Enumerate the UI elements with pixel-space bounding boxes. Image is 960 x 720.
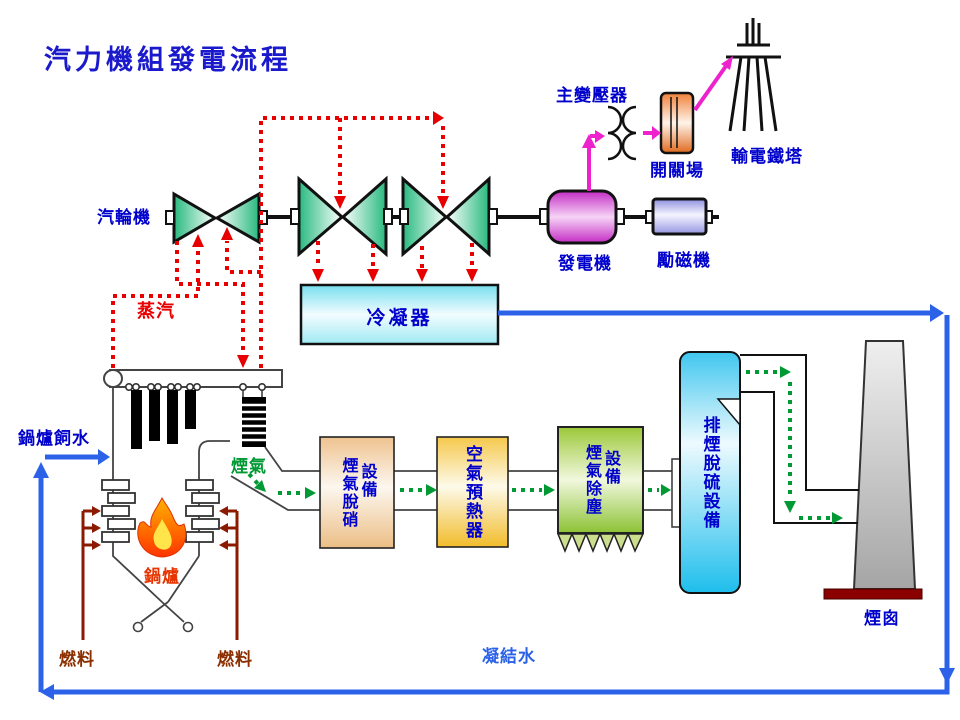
- switchyard-label: 開關場: [650, 161, 704, 180]
- steam-arrowheads: [192, 111, 478, 368]
- denitrification-main-text: 煙氣脫硝: [339, 456, 357, 529]
- condensate-label: 凝結水: [482, 647, 536, 666]
- desulfurization-text: 排煙脫硫設備: [700, 415, 720, 530]
- generator-label: 發電機: [558, 254, 612, 273]
- generator-shape: [546, 189, 618, 245]
- water-flow-lines: [38, 310, 950, 695]
- economizer-coil: [242, 390, 266, 447]
- steam-label: 蒸汽: [137, 301, 175, 321]
- dust-removal-hoppers: [556, 532, 645, 553]
- exciter-shape: [651, 197, 708, 236]
- steam-flow-lines: [111, 116, 474, 368]
- flame-inner: [153, 519, 172, 550]
- electric-flow-lines: [587, 64, 728, 191]
- denitrification-sub-text: 設備: [358, 462, 376, 499]
- flue-gas-label: 煙氣: [231, 457, 267, 476]
- desulfurization-box: [679, 351, 741, 594]
- hopper-drain: [182, 621, 194, 633]
- boiler-assembly: [101, 369, 283, 633]
- flue-duct-lines: [230, 446, 672, 511]
- fuel-label-left: 燃料: [59, 650, 95, 669]
- switchyard-bars: [670, 97, 678, 148]
- dust-removal-sub-text: 設備: [602, 450, 619, 486]
- air-preheater-text: 空氣預熱器: [463, 444, 482, 540]
- dust-removal-box: [557, 426, 644, 534]
- stack-shape: [852, 340, 917, 590]
- fgd-to-stack-duct: [740, 354, 859, 524]
- steam-turbine-label: 汽輪機: [97, 208, 151, 227]
- page-title: 汽力機組發電流程: [44, 45, 292, 76]
- flue-gas-arrowheads: [254, 366, 843, 524]
- denitrification-box-label: 煙氣脫硝 設備: [320, 437, 394, 548]
- transmission-tower-label: 輸電鐵塔: [731, 147, 803, 166]
- main-transformer-label: 主變壓器: [556, 86, 628, 105]
- exciter-label: 勵磁機: [657, 251, 711, 270]
- stack-base: [823, 588, 923, 600]
- burner-coils: [101, 479, 220, 543]
- hopper-drain: [132, 621, 144, 633]
- air-preheater-box: [436, 436, 509, 548]
- transformer-coils: [607, 105, 637, 161]
- furnace-outline: [112, 387, 230, 623]
- dust-removal-main-text: 煙氣除塵: [583, 444, 600, 516]
- fgd-outlet-wedge: [716, 398, 741, 428]
- electric-arrowheads: [582, 56, 733, 148]
- boiler-feedwater-label: 鍋爐飼水: [18, 429, 90, 448]
- condenser-label: 冷凝器: [366, 308, 433, 329]
- air-preheater-box-label: 空氣預熱器: [437, 437, 508, 547]
- water-arrowheads: [33, 304, 955, 700]
- denitrification-box: [319, 436, 395, 549]
- transmission-tower-shape: [726, 18, 781, 132]
- stack-label: 煙囪: [864, 609, 900, 628]
- fuel-label-right: 燃料: [217, 650, 253, 669]
- desulfurization-box-label: 排煙脫硫設備: [680, 352, 740, 593]
- flue-gas-flow-lines: [247, 370, 830, 520]
- dust-removal-box-label: 煙氣除塵 設備: [558, 427, 643, 533]
- condenser-shape: [299, 283, 500, 346]
- steam-drum-cap: [103, 369, 123, 388]
- superheater-panels: [131, 390, 196, 449]
- fuel-arrowheads: [92, 506, 228, 550]
- fuel-lines: [81, 509, 239, 640]
- boiler-label: 鍋爐: [144, 567, 180, 586]
